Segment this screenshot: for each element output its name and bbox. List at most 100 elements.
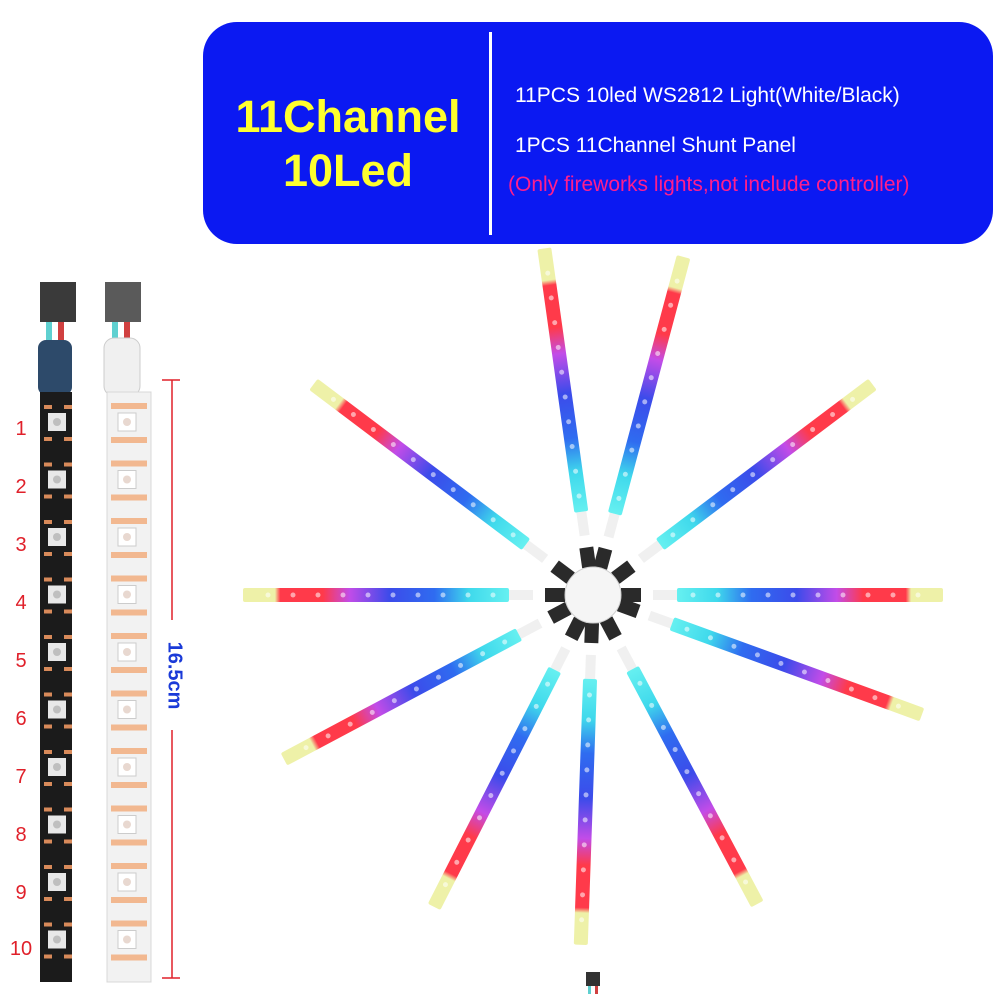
copper-pad xyxy=(44,839,52,844)
ray-led xyxy=(391,698,397,704)
ray-led xyxy=(670,532,676,538)
package-item-shunt-panel: 1PCS 11Channel Shunt Panel xyxy=(515,134,796,157)
ray-connector xyxy=(611,560,636,584)
copper-pad xyxy=(44,897,52,901)
led-lens xyxy=(123,878,131,886)
light-ray xyxy=(310,379,575,584)
ray-sleeve xyxy=(603,512,620,539)
ray-led xyxy=(330,396,336,402)
ray-led xyxy=(661,326,667,332)
copper-pad xyxy=(111,748,147,754)
ray-led xyxy=(430,472,436,478)
ray-led xyxy=(690,592,696,598)
ray-led xyxy=(830,411,836,417)
led-lens xyxy=(123,935,131,944)
ray-led xyxy=(731,643,737,649)
ray-led xyxy=(580,892,586,898)
led-lens xyxy=(53,820,61,829)
ray-led xyxy=(370,427,376,433)
package-item-lights: 11PCS 10led WS2812 Light(White/Black) xyxy=(515,84,900,107)
copper-pad xyxy=(64,865,72,869)
ray-led xyxy=(810,427,816,433)
banner-divider xyxy=(489,32,492,235)
led-number-6: 6 xyxy=(15,708,27,730)
led-lens xyxy=(53,763,61,771)
ray-led xyxy=(410,457,416,463)
led-number-2: 2 xyxy=(15,476,27,498)
ray-led xyxy=(470,502,476,508)
ray-sleeve xyxy=(616,645,637,672)
ray-strip xyxy=(608,255,690,516)
copper-pad xyxy=(44,635,52,639)
ray-strip xyxy=(677,588,943,602)
ray-led xyxy=(754,652,760,658)
copper-pad xyxy=(111,552,147,558)
copper-pad xyxy=(64,807,72,812)
ray-strip xyxy=(243,588,509,602)
light-ray xyxy=(573,622,600,945)
ray-connector xyxy=(579,546,597,569)
ray-led xyxy=(731,857,737,863)
led-lens xyxy=(123,475,131,484)
ray-led xyxy=(655,351,661,357)
ray-led xyxy=(825,678,831,684)
ray-led xyxy=(668,302,674,308)
ray-led xyxy=(696,791,702,797)
led-lens xyxy=(53,705,61,714)
ray-led xyxy=(435,674,441,680)
ray-led xyxy=(488,792,494,798)
ray-led xyxy=(850,396,856,402)
ray-sleeve xyxy=(522,540,549,563)
copper-pad xyxy=(44,520,52,524)
ray-led xyxy=(815,592,821,598)
bottom-connector xyxy=(586,972,600,994)
ray-led xyxy=(458,662,464,668)
ray-led xyxy=(872,695,878,701)
led-number-8: 8 xyxy=(15,824,27,846)
copper-pad xyxy=(64,897,72,901)
copper-pad xyxy=(111,724,147,731)
led-lens xyxy=(123,418,131,426)
ray-led xyxy=(365,592,371,598)
copper-pad xyxy=(44,724,52,729)
ray-led xyxy=(801,669,807,675)
ray-sleeve xyxy=(550,646,571,673)
black-led-strip xyxy=(38,282,76,982)
copper-pad xyxy=(111,954,147,961)
ray-strip xyxy=(626,666,763,907)
ray-led xyxy=(533,703,539,709)
ray-led xyxy=(522,726,528,732)
copper-pad xyxy=(44,462,52,467)
led-number-5: 5 xyxy=(15,650,27,672)
led-lens xyxy=(53,475,61,484)
ray-led xyxy=(581,842,587,848)
ray-led xyxy=(347,721,353,727)
copper-pad xyxy=(111,494,147,501)
copper-pad xyxy=(44,807,52,812)
ray-led xyxy=(454,859,460,865)
light-ray xyxy=(428,616,587,910)
ray-led xyxy=(790,442,796,448)
ray-led xyxy=(415,592,421,598)
copper-pad xyxy=(111,609,147,616)
led-number-7: 7 xyxy=(15,766,27,788)
copper-pad xyxy=(64,437,72,441)
ray-led xyxy=(340,592,346,598)
led-number-9: 9 xyxy=(15,882,27,904)
ray-led xyxy=(635,423,641,429)
ray-led xyxy=(477,815,483,821)
copper-pad xyxy=(64,782,72,786)
copper-pad xyxy=(44,782,52,786)
ray-led xyxy=(442,882,448,888)
title-led: 10Led xyxy=(282,145,414,196)
led-lens xyxy=(123,590,131,599)
ray-connector xyxy=(593,546,613,570)
led-lens xyxy=(123,820,131,829)
led-lens xyxy=(53,935,61,944)
ray-led xyxy=(750,472,756,478)
copper-pad xyxy=(44,609,52,614)
copper-pad xyxy=(111,690,147,697)
ray-led xyxy=(740,592,746,598)
ray-led xyxy=(490,592,496,598)
